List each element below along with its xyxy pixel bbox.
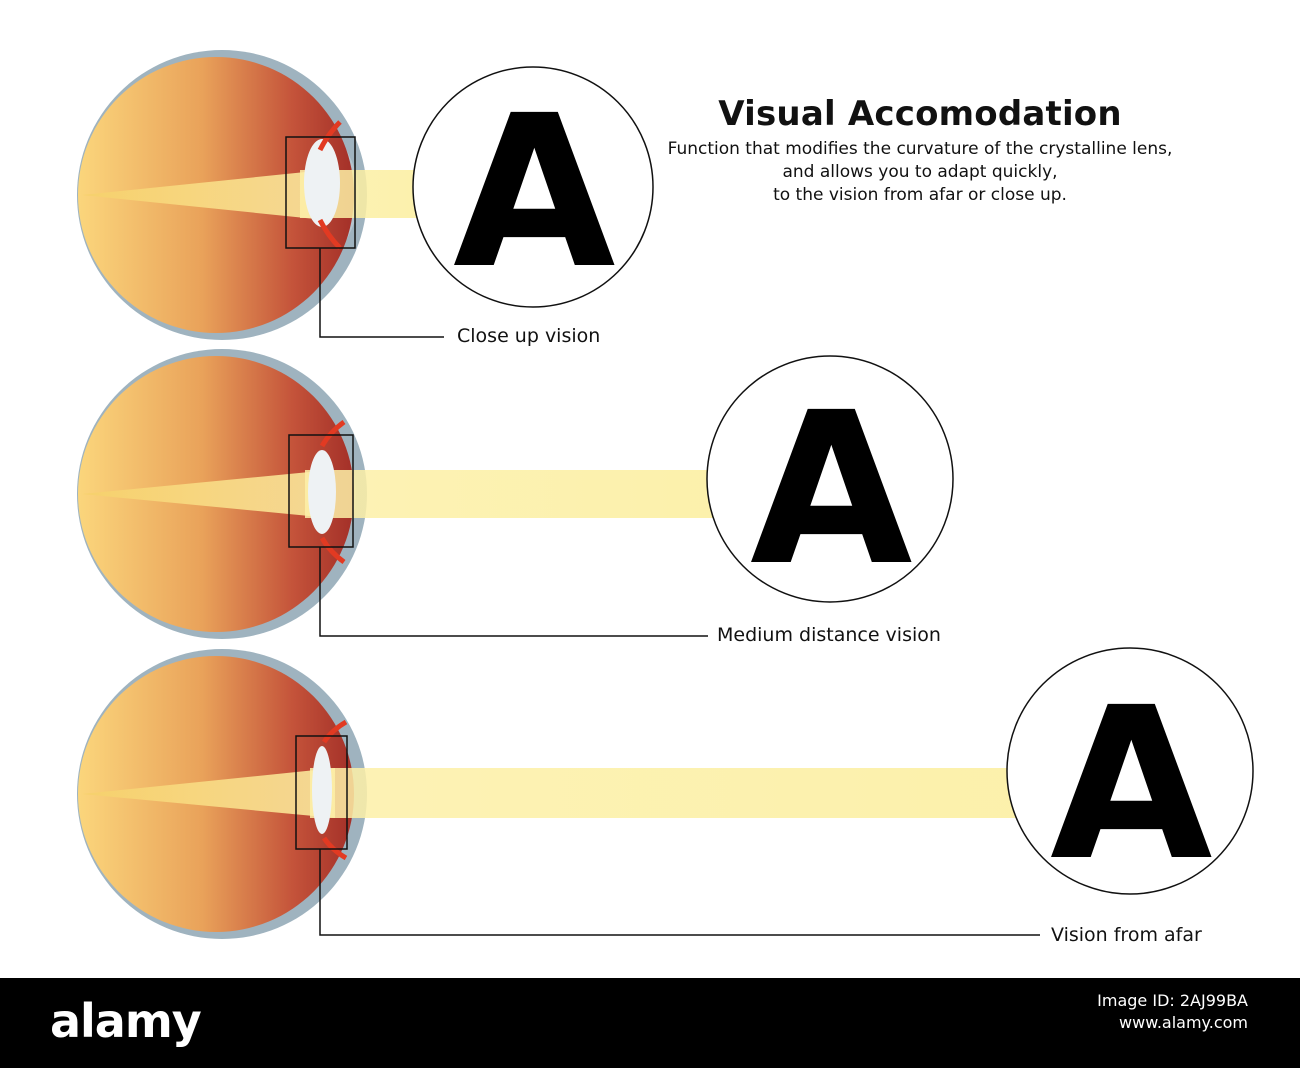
light-beam: [305, 470, 741, 518]
diagram-title: Visual Accomodation: [718, 94, 1122, 134]
description-line: and allows you to adapt quickly,: [782, 162, 1058, 182]
letter-circle: [706, 355, 954, 603]
letter-close-up: A: [453, 70, 616, 315]
ciliary-muscle-top: [321, 719, 348, 744]
panel-medium-distance: [77, 349, 954, 639]
letter-circle: [1006, 647, 1254, 895]
footer-image-info: Image ID: 2AJ99BA www.alamy.com: [1097, 990, 1248, 1034]
ciliary-muscle-bottom: [317, 218, 342, 250]
light-beam: [310, 768, 1042, 818]
ciliary-muscle-bottom: [319, 536, 346, 565]
crystalline-lens: [308, 450, 336, 534]
panel-close-up: [77, 50, 654, 340]
leader-line: [319, 849, 1040, 936]
site-url-text: www.alamy.com: [1119, 1013, 1248, 1032]
description-line: to the vision from afar or close up.: [773, 185, 1067, 205]
ciliary-muscle-top: [319, 419, 346, 448]
focus-cone: [82, 170, 325, 220]
diagram-description: Function that modifies the curvature of …: [660, 138, 1180, 207]
crystalline-lens: [304, 139, 340, 227]
stock-footer-bar: alamy Image ID: 2AJ99BA www.alamy.com: [0, 978, 1300, 1068]
lens-callout-box: [295, 735, 348, 850]
lens-callout-box: [288, 434, 354, 548]
visual-accommodation-diagram: [77, 50, 1254, 939]
label-medium-distance-vision: Medium distance vision: [717, 624, 941, 646]
label-vision-from-afar: Vision from afar: [1051, 924, 1202, 946]
crystalline-lens: [312, 746, 332, 834]
label-close-up-vision: Close up vision: [457, 325, 601, 347]
description-line: Function that modifies the curvature of …: [667, 139, 1173, 159]
alamy-logo: alamy: [50, 994, 202, 1048]
leader-line: [319, 547, 708, 637]
letter-vision-from-afar: A: [1050, 662, 1213, 907]
ciliary-muscle-top: [317, 120, 342, 152]
focus-cone: [82, 470, 330, 518]
leader-line: [319, 248, 444, 338]
title-block: Visual Accomodation Function that modifi…: [660, 94, 1180, 207]
image-id-text: Image ID: 2AJ99BA: [1097, 991, 1248, 1010]
letter-medium-distance: A: [750, 367, 913, 612]
focus-cone: [82, 768, 335, 818]
letter-circle: [412, 66, 654, 308]
panel-vision-from-afar: [77, 647, 1254, 939]
